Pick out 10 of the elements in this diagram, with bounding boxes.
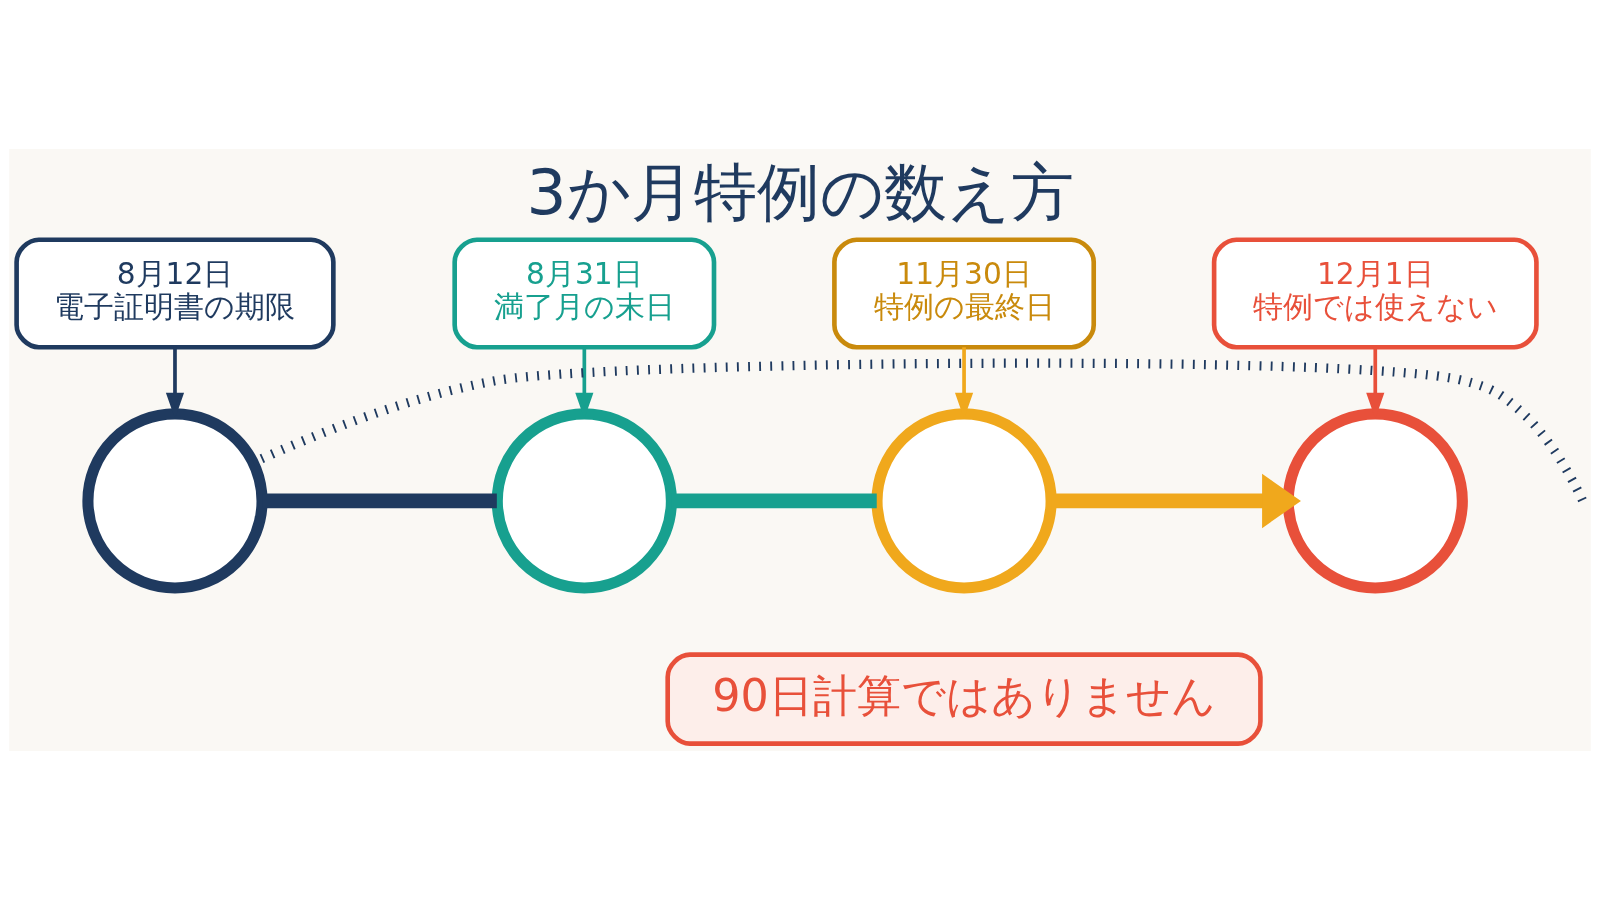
node-circle <box>871 408 1057 594</box>
node-box: 11月30日 特例の最終日 <box>832 237 1097 350</box>
node-circle <box>491 408 677 594</box>
node-circle <box>82 408 268 594</box>
node-box: 8月31日 満了月の末日 <box>452 237 717 350</box>
diagram-title: 3か月特例の数え方 <box>526 156 1074 230</box>
node-circle <box>1282 408 1468 594</box>
node-box: 8月12日 電子証明書の期限 <box>14 237 336 350</box>
node-box: 90日計算ではありません <box>665 652 1263 746</box>
node-box: 12月1日 特例では使えない <box>1211 237 1539 350</box>
